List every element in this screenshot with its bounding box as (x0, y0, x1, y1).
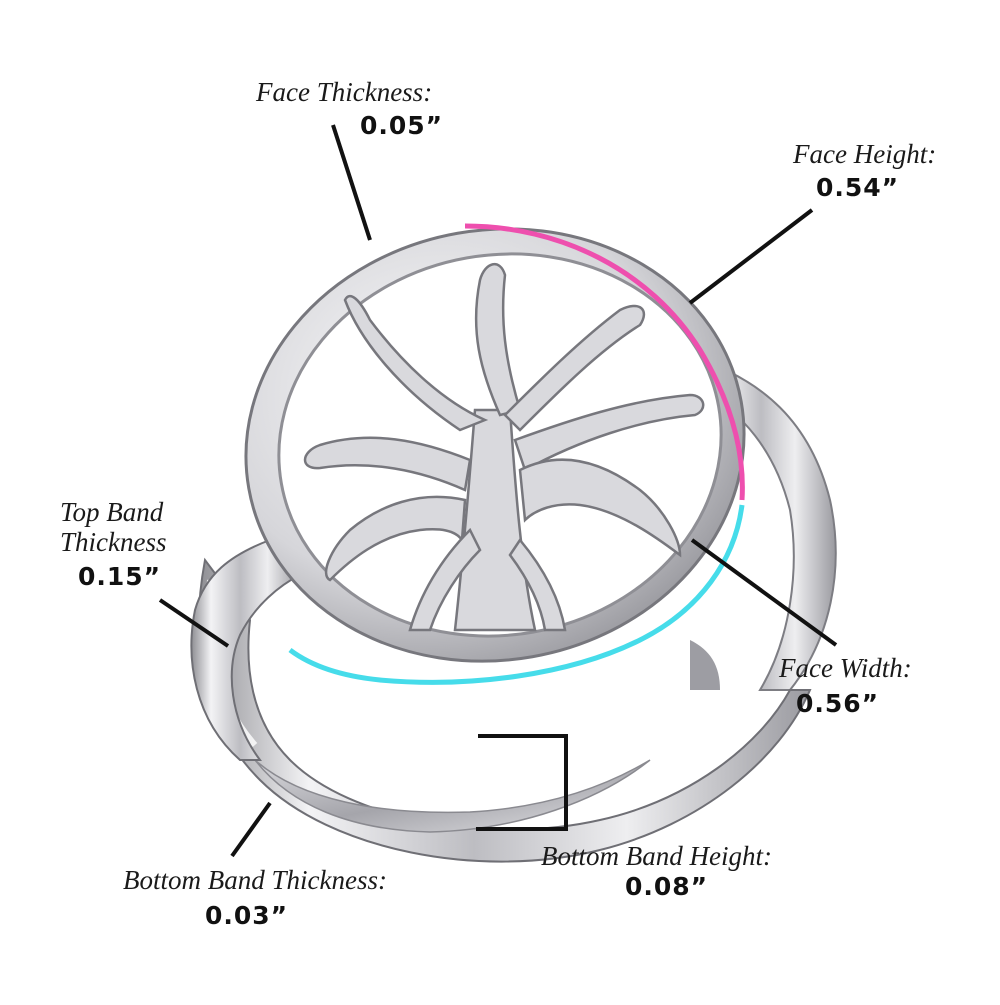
face-thickness-label: Face Thickness: (256, 77, 433, 107)
leader-lines (158, 124, 838, 858)
face-thickness-leader (331, 124, 372, 241)
face-width-value: 0.56” (796, 689, 880, 718)
bottom-band-thickness-value: 0.03” (205, 901, 289, 930)
bottom-band-thickness-label: Bottom Band Thickness: (123, 865, 387, 895)
top-band-thickness-leader (158, 598, 230, 648)
bottom-band-thickness-leader (230, 801, 272, 858)
face-height-label: Face Height: (793, 139, 937, 169)
bottom-band-height-label: Bottom Band Height: (541, 841, 772, 871)
bottom-band-height-bracket (476, 734, 568, 831)
tree-of-life-design (303, 263, 705, 632)
top-band-thickness-value: 0.15” (78, 562, 162, 591)
face-height-value: 0.54” (816, 173, 900, 202)
face-width-leader (690, 538, 838, 647)
face-thickness-value: 0.05” (360, 111, 444, 140)
face-width-label: Face Width: (779, 653, 912, 683)
face-height-arc (464, 223, 745, 501)
top-band-thickness-label-line1: Top Band (60, 497, 164, 527)
top-band-thickness-label-line2: Thickness (60, 527, 167, 557)
face-height-leader (688, 208, 814, 305)
bottom-band-height-value: 0.08” (625, 872, 709, 901)
ring-band-top-left (190, 538, 302, 761)
face-width-arc (288, 504, 745, 685)
